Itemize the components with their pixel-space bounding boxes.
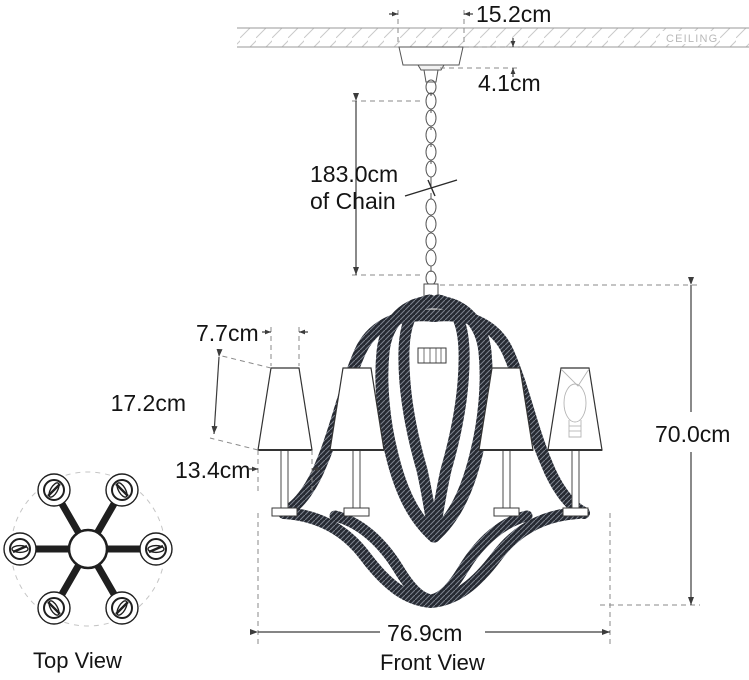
dim-line-slant (211, 348, 223, 435)
chandelier-top-view (3, 471, 173, 627)
canopy-collar (417, 64, 445, 71)
dim-chain-length: 183.0cm (310, 161, 398, 187)
ceiling-label-bg (660, 31, 716, 44)
socket-stem (502, 449, 511, 511)
lamp-shade (329, 367, 385, 451)
socket-base (271, 507, 298, 517)
top-view-socket (37, 591, 71, 625)
dim-canopy-width: 15.2cm (476, 1, 551, 27)
top-view-center-hub (67, 528, 109, 570)
dimension-lines: 15.2cm 4.1cm 183.0cm of Chain 7.7cm 17.2… (111, 1, 731, 646)
ext-line-slant-top (221, 355, 272, 369)
socket-stem (352, 449, 361, 511)
chain-end-link (425, 270, 437, 286)
dim-chain-suffix: of Chain (310, 188, 396, 214)
canopy-group (398, 46, 464, 95)
frame-lower-bowl-inner (329, 510, 533, 606)
ext-line-slant-bottom (209, 437, 259, 451)
ceiling-group: CEILING (237, 27, 749, 48)
chain-link (425, 215, 437, 233)
chain-link (425, 232, 437, 250)
ceiling-hatch (237, 28, 749, 47)
canopy-hook-housing (423, 69, 439, 83)
dim-fixture-height: 70.0cm (655, 421, 730, 447)
dim-shade-slant-height: 17.2cm (111, 390, 186, 416)
lamp-shade (257, 367, 313, 451)
socket-stem (571, 449, 580, 511)
lamp-shade-with-bulb (547, 367, 603, 451)
bulb-outline (560, 368, 590, 438)
top-view-socket (105, 591, 139, 625)
chain-link (425, 198, 437, 216)
top-view-label: Top View (33, 648, 122, 673)
fixture-collar (417, 347, 447, 364)
dim-fixture-width: 76.9cm (387, 620, 462, 646)
ceiling-label: CEILING (666, 33, 718, 45)
chain-link (425, 249, 437, 267)
dim-shade-top-width: 7.7cm (196, 320, 259, 346)
chandelier-front-view (257, 283, 603, 609)
chain-group (425, 92, 437, 286)
canopy-body (398, 46, 464, 66)
socket-bases (271, 507, 589, 517)
socket-stem (280, 449, 289, 511)
top-view-socket (105, 473, 139, 507)
front-view-label: Front View (380, 650, 485, 675)
top-view-sockets (3, 473, 173, 625)
top-view-socket (37, 473, 71, 507)
dim-canopy-height: 4.1cm (478, 70, 541, 96)
chain-break-symbol (404, 179, 458, 197)
socket-base (343, 507, 370, 517)
socket-base (493, 507, 520, 517)
top-view-socket (139, 532, 173, 566)
dim-shade-bottom-width: 13.4cm (175, 457, 250, 483)
top-view-socket (3, 532, 37, 566)
lamp-shade (478, 367, 534, 451)
socket-base (562, 507, 589, 517)
